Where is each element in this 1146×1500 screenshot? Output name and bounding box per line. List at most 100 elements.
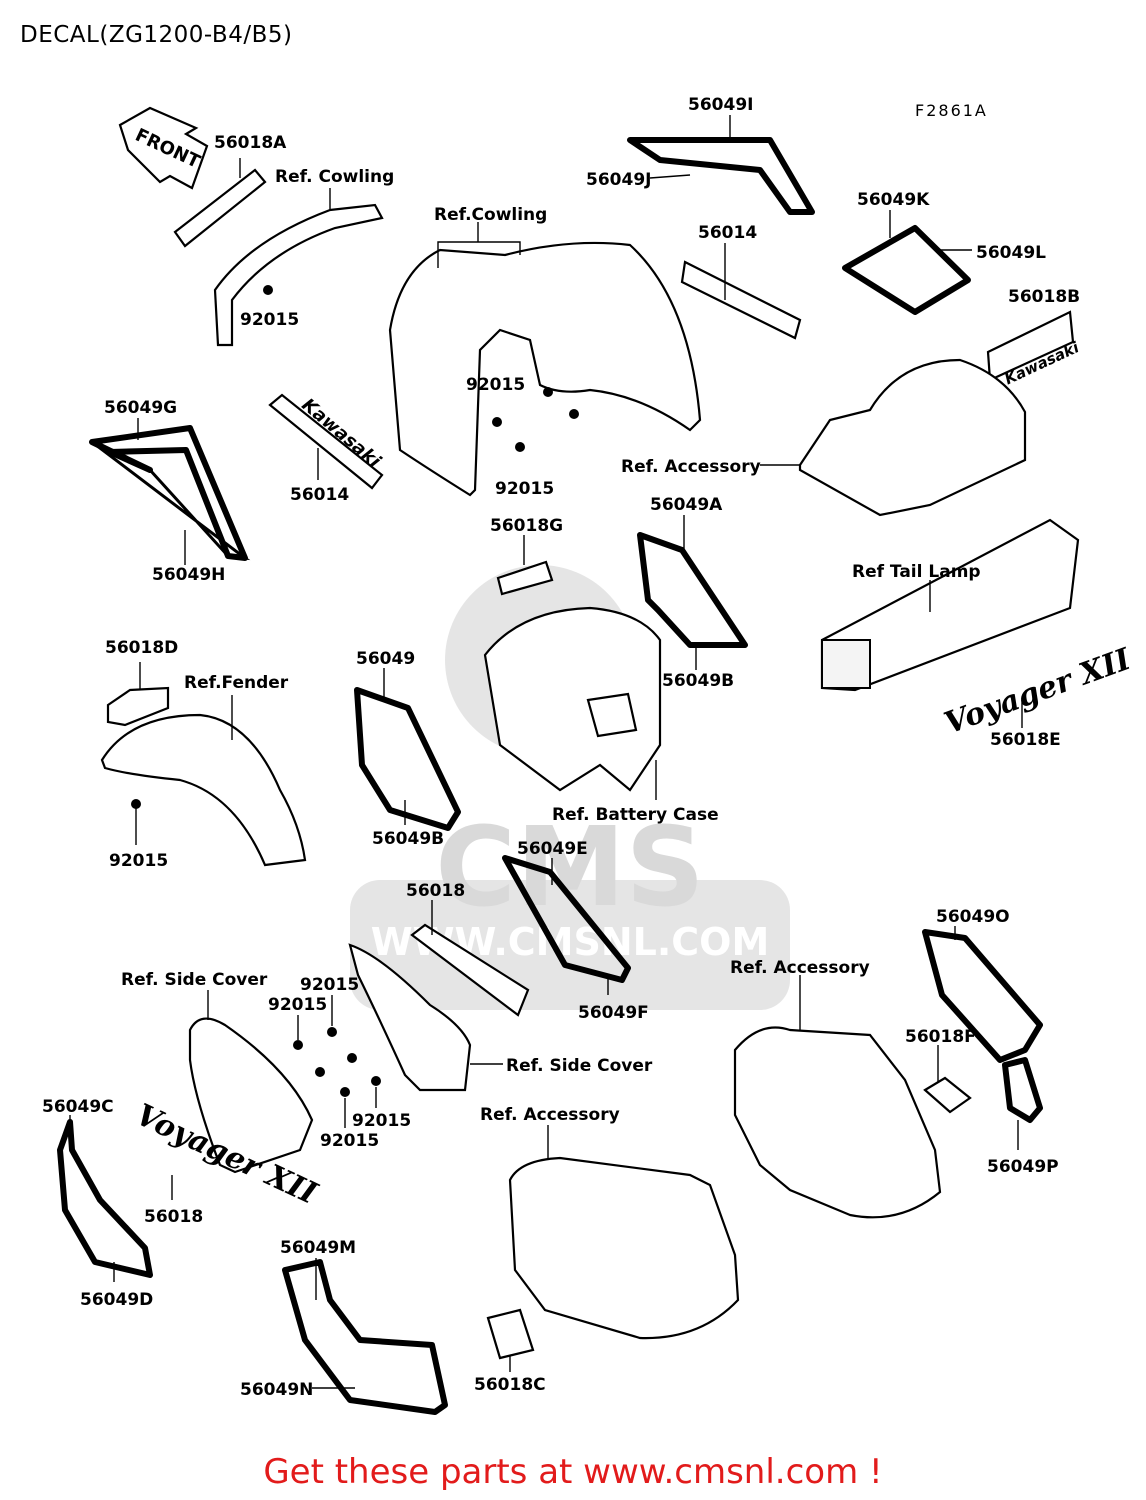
label-56049c: 56049C bbox=[42, 1097, 114, 1117]
label-92015-c: 92015 bbox=[495, 479, 554, 499]
label-92015-d: 92015 bbox=[109, 851, 168, 871]
fender bbox=[100, 713, 307, 867]
label-56049a: 56049A bbox=[650, 495, 723, 515]
label-92015-g: 92015 bbox=[352, 1111, 411, 1131]
grommet-92015-e bbox=[327, 1027, 337, 1037]
label-56049j: 56049J bbox=[586, 170, 651, 190]
label-56049o: 56049O bbox=[936, 907, 1010, 927]
grommet-92015-g2 bbox=[347, 1053, 357, 1063]
decal-56049a bbox=[637, 532, 748, 648]
label-56018c: 56018C bbox=[474, 1375, 546, 1395]
side-cover-right bbox=[348, 943, 472, 1092]
decal-56049o bbox=[922, 929, 1043, 1063]
label-ref-fender: Ref.Fender bbox=[184, 673, 289, 693]
label-ref-battery-case: Ref. Battery Case bbox=[552, 805, 719, 825]
decal-56049m bbox=[282, 1259, 448, 1415]
label-56049e: 56049E bbox=[517, 839, 588, 859]
label-56018b: 56018B bbox=[1008, 287, 1080, 307]
label-ref-cowling-2: Ref.Cowling bbox=[434, 205, 547, 225]
grommet-92015-b bbox=[492, 417, 502, 427]
label-92015-h: 92015 bbox=[320, 1131, 379, 1151]
label-ref-side-cover-1: Ref. Side Cover bbox=[121, 970, 268, 990]
decal-56018g bbox=[496, 560, 554, 596]
label-ref-tail-lamp: Ref Tail Lamp bbox=[852, 562, 981, 582]
decal-56049c bbox=[57, 1119, 153, 1278]
cowling-strip bbox=[213, 203, 384, 347]
figure-code: F2861A bbox=[915, 101, 988, 120]
label-56014-a: 56014 bbox=[698, 223, 757, 243]
label-ref-accessory-1: Ref. Accessory bbox=[621, 457, 761, 477]
battery-case-window bbox=[586, 692, 638, 738]
leader-56049j bbox=[649, 174, 691, 179]
grommet-92015-b3 bbox=[569, 409, 579, 419]
tail-lamp-lens bbox=[821, 639, 871, 689]
decal-56049i bbox=[627, 137, 815, 215]
label-56018e: 56018E bbox=[990, 730, 1061, 750]
label-56018g: 56018G bbox=[490, 516, 563, 536]
label-56049i: 56049I bbox=[688, 95, 753, 115]
page-title: DECAL(ZG1200-B4/B5) bbox=[20, 22, 293, 48]
label-56049n: 56049N bbox=[240, 1380, 313, 1400]
grommet-92015-c bbox=[515, 442, 525, 452]
label-56049m: 56049M bbox=[280, 1238, 356, 1258]
grommet-92015-a bbox=[263, 285, 273, 295]
label-92015-a: 92015 bbox=[240, 310, 299, 330]
front-arrow-shape bbox=[118, 106, 209, 190]
label-ref-accessory-2: Ref. Accessory bbox=[730, 958, 870, 978]
main-cowling bbox=[388, 241, 702, 497]
tail-lamp bbox=[820, 518, 1080, 692]
watermark-banner bbox=[350, 880, 790, 1010]
label-56049d: 56049D bbox=[80, 1290, 153, 1310]
decal-56014-upper bbox=[680, 260, 802, 340]
label-56049h: 56049H bbox=[152, 565, 225, 585]
decal-56018c bbox=[486, 1308, 535, 1360]
accessory-left-saddlebag bbox=[508, 1156, 740, 1340]
decal-56049e bbox=[502, 855, 631, 983]
label-56049p: 56049P bbox=[987, 1157, 1059, 1177]
label-92015-e: 92015 bbox=[300, 975, 359, 995]
watermark-brand: CMS bbox=[435, 803, 704, 931]
label-56049b-b: 56049B bbox=[372, 829, 444, 849]
label-56018-a: 56018 bbox=[406, 881, 465, 901]
decal-56018a bbox=[173, 168, 267, 248]
label-56018a: 56018A bbox=[214, 133, 287, 153]
grommet-92015-g1 bbox=[315, 1067, 325, 1077]
leader-ref-cowling-2 bbox=[437, 241, 521, 268]
label-92015-b: 92015 bbox=[466, 375, 525, 395]
label-ref-accessory-3: Ref. Accessory bbox=[480, 1105, 620, 1125]
decal-56018b bbox=[986, 310, 1075, 382]
grommet-92015-h2 bbox=[371, 1076, 381, 1086]
accessory-right-saddlebag bbox=[733, 1026, 942, 1219]
label-56014-b: 56014 bbox=[290, 485, 349, 505]
decal-56049k bbox=[842, 225, 971, 315]
grommet-92015-h1 bbox=[340, 1087, 350, 1097]
label-56049f: 56049F bbox=[578, 1003, 649, 1023]
accessory-top-case bbox=[798, 358, 1027, 517]
label-56049b-a: 56049B bbox=[662, 671, 734, 691]
grommet-92015-d bbox=[131, 799, 141, 809]
label-56018d: 56018D bbox=[105, 638, 178, 658]
grommet-92015-f bbox=[293, 1040, 303, 1050]
label-56049k: 56049K bbox=[857, 190, 930, 210]
side-cover-left bbox=[188, 1017, 314, 1174]
label-ref-side-cover-2: Ref. Side Cover bbox=[506, 1056, 653, 1076]
decal-56049 bbox=[354, 687, 461, 831]
decal-56018e: Voyager XII bbox=[940, 642, 1136, 742]
decal-56049g bbox=[89, 425, 248, 561]
decal-56014-lower bbox=[268, 393, 384, 490]
decal-56049p bbox=[1002, 1057, 1043, 1123]
label-56049g: 56049G bbox=[104, 398, 177, 418]
decal-56018d bbox=[106, 686, 170, 727]
label-ref-cowling-1: Ref. Cowling bbox=[275, 167, 394, 187]
label-56018f: 56018F bbox=[905, 1027, 976, 1047]
battery-case bbox=[483, 606, 662, 792]
label-56049: 56049 bbox=[356, 649, 415, 669]
footer-link-text[interactable]: Get these parts at www.cmsnl.com ! bbox=[263, 1452, 883, 1492]
grommet-92015-b2 bbox=[543, 387, 553, 397]
decal-56018-a bbox=[410, 923, 530, 1017]
decal-56049h bbox=[91, 440, 251, 561]
label-92015-f: 92015 bbox=[268, 995, 327, 1015]
front-arrow-decal: FRONT bbox=[118, 106, 209, 190]
decal-56018f bbox=[923, 1076, 972, 1114]
